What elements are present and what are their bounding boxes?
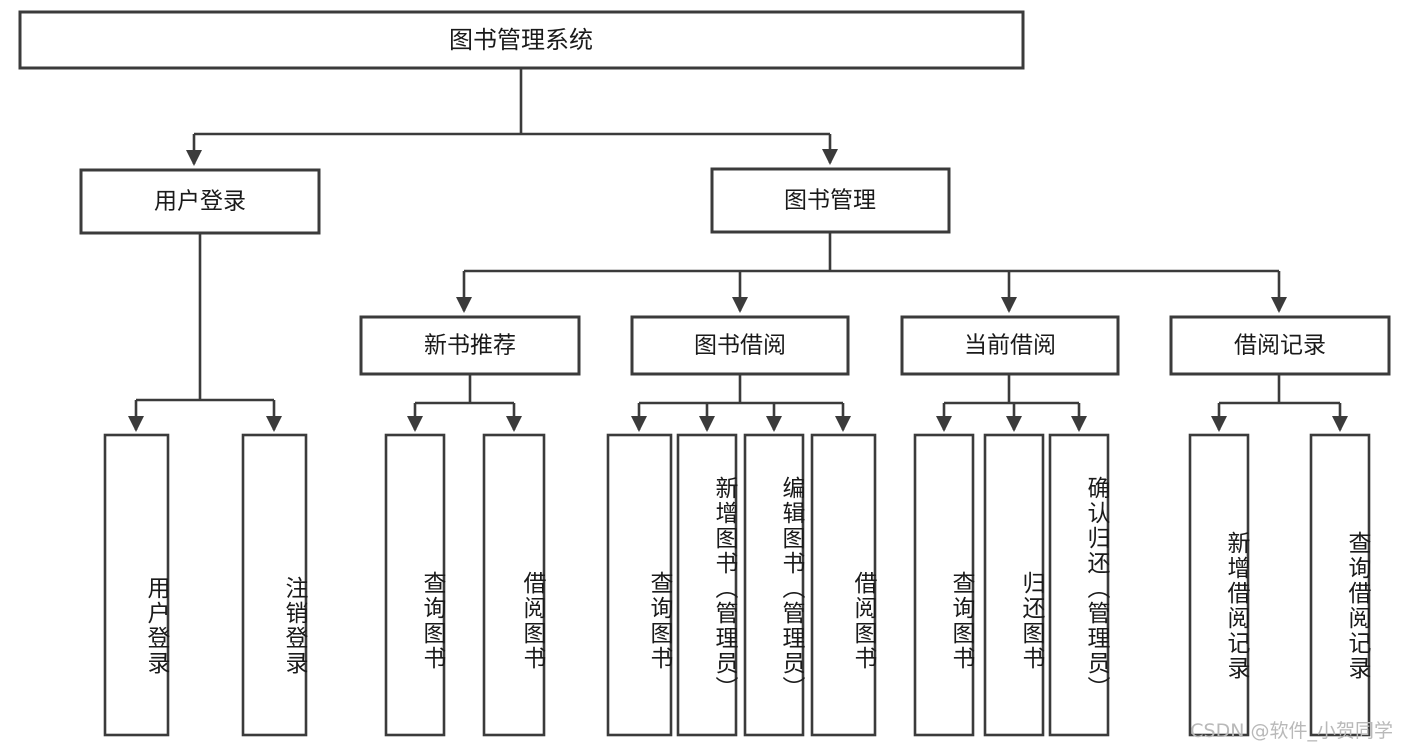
node-new-book-recommend-label: 新书推荐 bbox=[424, 333, 516, 359]
node-current-borrow-label: 当前借阅 bbox=[964, 333, 1056, 359]
node-user-login[interactable]: 用户登录 bbox=[79, 168, 321, 235]
node-root-system-label: 图书管理系统 bbox=[449, 26, 593, 54]
leaf-node-add-borrow-record[interactable] bbox=[1188, 433, 1250, 737]
leaf-node-logout[interactable] bbox=[241, 433, 308, 737]
node-user-login-label: 用户登录 bbox=[154, 189, 246, 215]
node-new-book-recommend[interactable]: 新书推荐 bbox=[359, 315, 581, 376]
leaf-node-return-book[interactable] bbox=[983, 433, 1045, 737]
node-book-borrow-label: 图书借阅 bbox=[694, 333, 786, 359]
leaf-node-borrow-books-newbook[interactable] bbox=[482, 433, 546, 737]
node-current-borrow[interactable]: 当前借阅 bbox=[900, 315, 1120, 376]
leaf-node-query-books-newbook[interactable] bbox=[384, 433, 446, 737]
connector-newbooks-to-leaves bbox=[406, 374, 523, 433]
node-borrow-records[interactable]: 借阅记录 bbox=[1169, 315, 1391, 376]
connector-root-to-level1 bbox=[185, 68, 839, 167]
leaf-node-query-borrow-record[interactable] bbox=[1309, 433, 1371, 737]
node-root-system[interactable]: 图书管理系统 bbox=[18, 10, 1025, 70]
leaf-node-add-book-admin[interactable] bbox=[676, 433, 738, 737]
connector-current-to-leaves bbox=[935, 374, 1088, 433]
node-borrow-records-label: 借阅记录 bbox=[1234, 333, 1326, 359]
connector-login-to-leaves bbox=[127, 233, 283, 433]
watermark-text: CSDN @软件_小贺同学 bbox=[1190, 720, 1393, 742]
leaf-node-query-books-current[interactable] bbox=[913, 433, 975, 737]
node-book-borrow[interactable]: 图书借阅 bbox=[630, 315, 850, 376]
leaf-node-user-login[interactable] bbox=[103, 433, 170, 737]
leaf-node-query-books-borrow[interactable] bbox=[606, 433, 673, 737]
connector-borrow-to-leaves bbox=[630, 374, 852, 433]
leaf-node-borrow-book[interactable] bbox=[810, 433, 877, 737]
leaf-node-confirm-return-admin[interactable] bbox=[1048, 433, 1110, 737]
node-book-management-label: 图书管理 bbox=[784, 188, 876, 214]
connector-records-to-leaves bbox=[1210, 374, 1349, 433]
leaf-node-edit-book-admin[interactable] bbox=[743, 433, 805, 737]
node-book-management[interactable]: 图书管理 bbox=[710, 167, 951, 234]
connector-books-to-level2 bbox=[455, 232, 1288, 314]
